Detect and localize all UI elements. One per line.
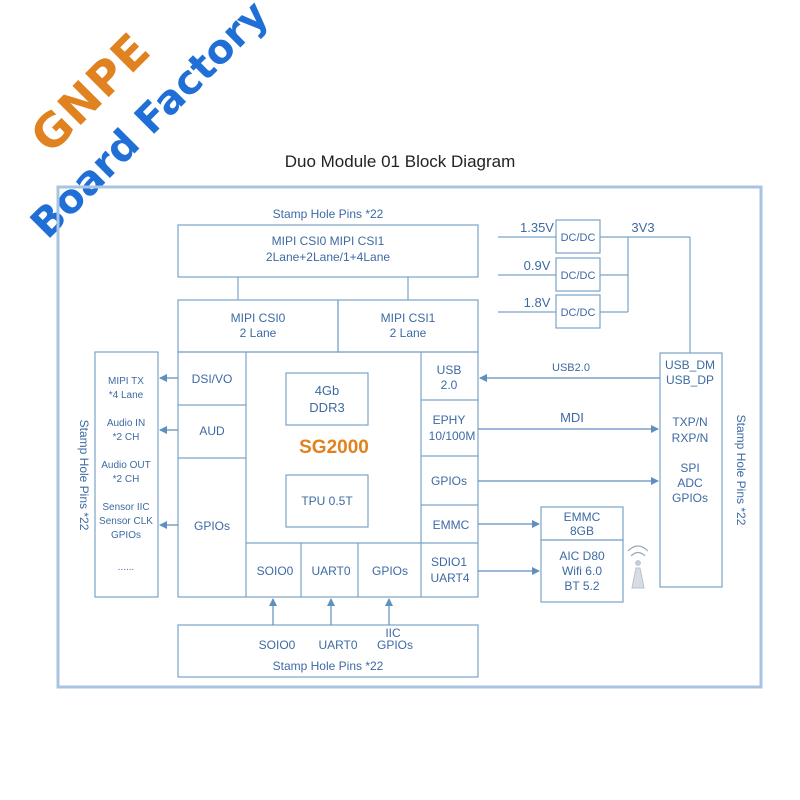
emmc-line2: 8GB [570,524,594,538]
bottom-pins-block [177,624,479,678]
bottom-uart0: UART0 [318,638,357,652]
soc-ephy-line2: 10/100M [429,429,476,443]
left-audio-out: Audio OUT [101,460,150,471]
csi1-line1: MIPI CSI1 [381,311,436,325]
right-adc: ADC [677,476,703,490]
antenna-icon [627,545,649,589]
wifi-line3: BT 5.2 [564,579,599,593]
right-gpios: GPIOs [672,491,708,505]
rail-3v3: 3V3 [631,220,654,235]
soc-name: SG2000 [299,437,369,458]
right-spi: SPI [680,461,699,475]
soc-usb-line1: USB [437,363,462,377]
voltage-0v9: 0.9V [524,258,551,273]
bottom-iic: IIC [385,626,401,640]
left-mipi-tx: MIPI TX [108,376,144,387]
left-stamp-label: Stamp Hole Pins *22 [77,420,91,531]
right-stamp-label: Stamp Hole Pins *22 [734,415,748,526]
left-audio-out-ch: *2 CH [113,474,140,485]
soc-usb-line2: 2.0 [441,378,458,392]
csi0-line1: MIPI CSI0 [231,311,286,325]
ddr-block [285,372,369,426]
voltage-1v35: 1.35V [520,220,554,235]
left-audio-in-ch: *2 CH [113,432,140,443]
ddr-line2: DDR3 [309,400,344,415]
left-pins-block [94,351,159,598]
left-gpios: GPIOs [111,530,141,541]
soc-emmc: EMMC [433,518,470,532]
left-dots: ...... [118,562,135,573]
left-sensor-clk: Sensor CLK [99,516,153,527]
soc-uart0: UART0 [311,564,350,578]
emmc-line1: EMMC [564,510,601,524]
soc-gpios-right: GPIOs [431,474,467,488]
right-rxp: RXP/N [672,431,709,445]
left-mipi-tx-lane: *4 Lane [109,390,144,401]
dcdc-2-label: DC/DC [561,270,596,282]
wifi-chip [540,539,624,603]
soc-ephy-line1: EPHY [433,413,466,427]
ddr-line1: 4Gb [315,383,340,398]
top-csi-line2: 2Lane+2Lane/1+4Lane [266,250,390,264]
dcdc-1-label: DC/DC [561,232,596,244]
bottom-gpios: GPIOs [377,638,413,652]
right-pins-block [659,352,723,588]
soc-block [177,351,479,598]
bottom-stamp-label: Stamp Hole Pins *22 [273,659,384,673]
soc-sdio-line2: UART4 [430,571,469,585]
link-mdi: MDI [560,410,584,425]
right-txp: TXP/N [672,415,707,429]
tpu-label: TPU 0.5T [301,494,353,508]
soc-dsi: DSI/VO [192,372,233,386]
soc-gpios-bottom: GPIOs [372,564,408,578]
left-sensor-iic: Sensor IIC [102,502,149,513]
right-usb-dp: USB_DP [666,373,714,387]
csi1-line2: 2 Lane [390,326,427,340]
voltage-1v8: 1.8V [524,295,551,310]
outer-frame [56,185,763,689]
wifi-line1: AIC D80 [559,549,605,563]
left-audio-in: Audio IN [107,418,145,429]
soc-gpios-left: GPIOs [194,519,230,533]
top-csi-block [177,224,479,278]
csi0-line2: 2 Lane [240,326,277,340]
top-stamp-label: Stamp Hole Pins *22 [273,207,384,221]
wifi-line2: Wifi 6.0 [562,564,602,578]
right-usb-dm: USB_DM [665,358,715,372]
soc-sdio-line1: SDIO1 [431,555,467,569]
dcdc-3-label: DC/DC [561,307,596,319]
soc-aud: AUD [199,424,225,438]
soc-soio0: SOIO0 [257,564,294,578]
tpu-block [285,474,369,528]
top-csi-line1: MIPI CSI0 MIPI CSI1 [272,234,385,248]
diagram-title: Duo Module 01 Block Diagram [284,152,516,171]
bottom-soio0: SOIO0 [259,638,296,652]
link-usb: USB2.0 [552,362,590,374]
